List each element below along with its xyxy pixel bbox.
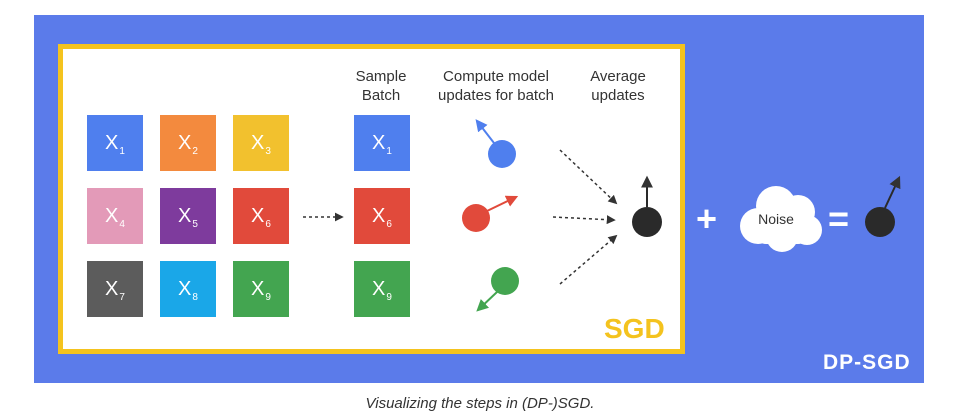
tile-letter: X <box>178 131 192 154</box>
average-arrow-top <box>559 149 618 205</box>
update-dot-red <box>462 204 490 232</box>
tile-letter: X <box>251 277 265 300</box>
tile-subscript: 2 <box>192 145 198 157</box>
figure-caption: Visualizing the steps in (DP-)SGD. <box>365 395 595 412</box>
tile-letter: X <box>105 277 119 300</box>
tile-subscript: 7 <box>119 291 125 303</box>
plus-operator: + <box>696 198 718 239</box>
tile-subscript: 9 <box>265 291 271 303</box>
equals-operator: = <box>828 198 850 239</box>
average-arrow-middle <box>552 215 616 225</box>
tile-subscript: 3 <box>265 145 271 157</box>
header-sample-batch: Sample Batch <box>355 68 407 104</box>
average-arrow-bottom <box>559 234 618 285</box>
tile-subscript: 8 <box>192 291 198 303</box>
tile-subscript: 6 <box>265 218 271 230</box>
tile-subscript: 1 <box>386 145 392 157</box>
average-dot <box>632 207 662 237</box>
tile-subscript: 9 <box>386 291 392 303</box>
tile-letter: X <box>372 131 386 154</box>
update-arrow-blue <box>475 119 495 144</box>
noise-cloud-icon <box>740 186 822 252</box>
tile-letter: X <box>105 204 119 227</box>
update-dot-green <box>491 267 519 295</box>
update-arrow-red <box>486 195 519 212</box>
tile-letter: X <box>105 131 119 154</box>
tile-subscript: 5 <box>192 218 198 230</box>
tile-letter: X <box>251 131 265 154</box>
tile-subscript: 1 <box>119 145 125 157</box>
final-dot <box>865 207 895 237</box>
tile-letter: X <box>178 277 192 300</box>
header-compute-updates: Compute model updates for batch <box>438 68 554 104</box>
tile-subscript: 6 <box>386 218 392 230</box>
update-arrow-green <box>476 291 498 312</box>
update-dot-blue <box>488 140 516 168</box>
dp-sgd-label: DP-SGD <box>823 351 911 374</box>
tile-letter: X <box>251 204 265 227</box>
header-average-updates: Average updates <box>590 68 646 104</box>
final-arrow <box>884 175 901 209</box>
tile-subscript: 4 <box>119 218 125 230</box>
sgd-label: SGD <box>604 313 665 344</box>
tile-letter: X <box>372 204 386 227</box>
tile-letter: X <box>372 277 386 300</box>
noise-label: Noise <box>758 211 794 227</box>
tile-letter: X <box>178 204 192 227</box>
